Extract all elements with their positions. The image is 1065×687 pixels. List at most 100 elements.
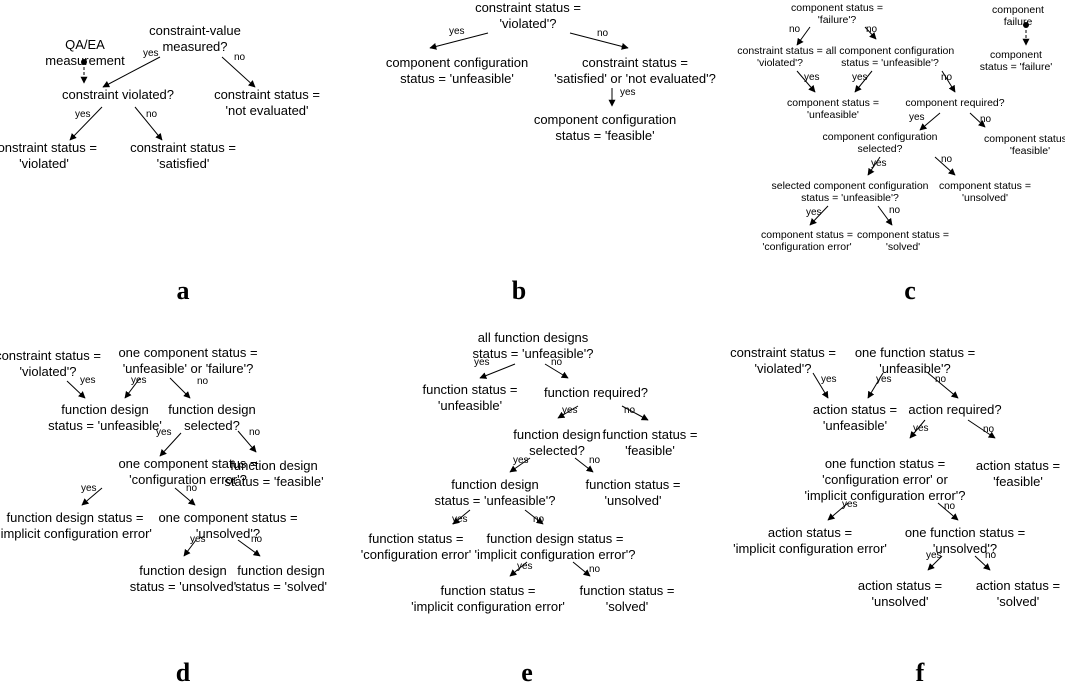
panel-f-node-1: one function status = 'unfeasible'? xyxy=(854,345,976,376)
panel-a-arrow-3 xyxy=(134,106,163,141)
panel-e-node-9: function status = 'implicit configuratio… xyxy=(411,583,565,614)
panel-c-arrow-4 xyxy=(941,70,956,93)
panel-c-arrow-6 xyxy=(969,112,986,128)
panel-f-node-4: one function status = 'configuration err… xyxy=(804,456,966,503)
panel-d-branch-label-5: yes xyxy=(81,483,97,494)
panel-d-branch-label-3: yes xyxy=(156,427,172,438)
panel-f-branch-label-7: yes xyxy=(926,550,942,561)
panel-f-branch-label-1: yes xyxy=(876,374,892,385)
panel-e-arrow-4 xyxy=(509,457,531,473)
panel-a-branch-label-1: no xyxy=(234,52,246,63)
panel-a-branch-label-3: no xyxy=(146,109,158,120)
panel-c-node-0: component status = 'failure'? xyxy=(791,2,883,26)
panel-d-node-3: function design selected? xyxy=(168,402,256,433)
panel-a-branch-label-0: yes xyxy=(143,48,159,59)
panel-d-node-5: function design status = 'feasible' xyxy=(224,458,324,489)
panel-c-arrow-3 xyxy=(854,70,873,93)
panel-e-node-2: function required? xyxy=(543,385,649,400)
panel-a-letter: a xyxy=(176,276,190,305)
panel-e-arrow-7 xyxy=(524,509,544,525)
panel-c-branch-label-7: yes xyxy=(871,158,887,169)
panel-e-branch-label-7: no xyxy=(533,514,545,525)
panel-c-branch-label-8: no xyxy=(941,154,953,165)
panel-c-arrow-0 xyxy=(796,26,811,46)
panel-f-node-8: action status = 'unsolved' xyxy=(857,578,943,609)
panel-e-branch-label-6: yes xyxy=(452,514,468,525)
panel-c-branch-label-10: no xyxy=(889,205,901,216)
panel-e-node-1: function status = 'unfeasible' xyxy=(422,382,518,413)
panel-f-node-7: one function status = 'unsolved'? xyxy=(904,525,1026,556)
panel-f-arrow-5 xyxy=(827,502,849,521)
panel-b-branch-label-1: no xyxy=(597,28,609,39)
panel-f-branch-label-6: no xyxy=(944,501,956,512)
panel-d-arrow-2 xyxy=(169,377,191,399)
panel-b-node-0: constraint status = 'violated'? xyxy=(475,0,581,31)
panel-c-branch-label-3: yes xyxy=(852,72,868,83)
panel-b-node-1: component configuration status = 'unfeas… xyxy=(385,55,529,86)
panel-d-node-2: function design status = 'unfeasible' xyxy=(48,402,162,433)
panel-d-arrow-6 xyxy=(174,487,196,506)
panel-f-branch-label-3: yes xyxy=(913,423,929,434)
panel-d-arrow-0 xyxy=(66,380,86,399)
panel-f-branch-label-8: no xyxy=(985,550,997,561)
panel-a-node-5: constraint status = 'satisfied' xyxy=(130,140,236,171)
panel-c-node-12: component status = 'solved' xyxy=(857,229,949,253)
panel-b-arrow-1 xyxy=(569,32,629,50)
panel-a-arrow-0 xyxy=(102,56,161,88)
panel-e-branch-label-8: yes xyxy=(517,561,533,572)
panel-e-branch-label-9: no xyxy=(589,564,601,575)
panel-e-arrow-3 xyxy=(621,405,649,421)
panel-c-arrow-2 xyxy=(796,70,816,93)
panel-d-branch-label-2: no xyxy=(197,376,209,387)
panel-f-node-2: action status = 'unfeasible' xyxy=(812,402,898,433)
panel-e-node-4: function status = 'feasible' xyxy=(602,427,698,458)
panel-c-node-5: component status = 'unfeasible' xyxy=(787,97,879,121)
panel-f-letter: f xyxy=(915,658,925,687)
panel-e-arrow-9 xyxy=(572,561,591,577)
panel-a-node-3: constraint status = 'not evaluated' xyxy=(214,87,320,118)
panel-d-node-1: one component status = 'unfeasible' or '… xyxy=(118,345,258,376)
panel-c-branch-label-9: yes xyxy=(806,207,822,218)
panel-e-branch-label-5: no xyxy=(589,455,601,466)
panel-d-arrow-1 xyxy=(124,377,141,399)
panel-d-node-8: function design status = 'unsolved' xyxy=(129,563,237,594)
panel-e-arrow-6 xyxy=(452,509,471,525)
panel-e-arrow-8 xyxy=(509,561,528,577)
panel-d-arrow-3 xyxy=(159,432,182,457)
panel-d-arrow-4 xyxy=(237,430,257,453)
panel-c-arrow-8 xyxy=(934,156,956,176)
panel-c-node-1: component failure xyxy=(992,4,1044,28)
panel-f-arrow-6 xyxy=(937,502,959,521)
panel-e-arrow-0 xyxy=(479,363,516,379)
panel-c-start-dot-0 xyxy=(1023,22,1029,28)
panel-f-arrow-0 xyxy=(812,372,829,399)
panel-b-node-2: constraint status = 'satisfied' or 'not … xyxy=(554,55,716,86)
panel-c-node-10: component status = 'unsolved' xyxy=(939,180,1031,204)
panel-d-arrow-5 xyxy=(81,487,103,506)
panel-c-node-2: constraint status = 'violated'? xyxy=(737,45,823,69)
panel-c-letter: c xyxy=(904,276,916,305)
panel-f-branch-label-5: yes xyxy=(842,499,858,510)
panel-f-branch-label-4: no xyxy=(983,424,995,435)
panel-a-node-1: constraint-value measured? xyxy=(149,23,241,54)
panel-e-branch-label-2: yes xyxy=(562,405,578,416)
panel-f-branch-label-2: no xyxy=(935,374,947,385)
panel-e-arrow-5 xyxy=(574,457,594,473)
panel-d-branch-label-0: yes xyxy=(80,375,96,386)
panel-d-letter: d xyxy=(175,658,191,687)
panel-c-arrow-9 xyxy=(809,205,829,226)
panel-a-arrow-1 xyxy=(221,56,256,88)
panel-c-arrow-7 xyxy=(867,156,881,176)
panel-e-node-5: function design status = 'unfeasible'? xyxy=(434,477,556,508)
panel-f-arrow-8 xyxy=(974,555,991,571)
panel-e-letter: e xyxy=(521,658,533,687)
panel-c-arrow-5 xyxy=(919,112,941,131)
panel-e-branch-label-1: no xyxy=(551,357,563,368)
panel-f-arrow-1 xyxy=(867,372,884,399)
flowchart-edges xyxy=(66,22,1030,577)
panel-c-node-4: component status = 'failure' xyxy=(979,49,1053,73)
panel-b-node-3: component configuration status = 'feasib… xyxy=(533,112,677,143)
panel-f-arrow-3 xyxy=(909,419,926,439)
panel-c-branch-label-6: no xyxy=(980,114,992,125)
